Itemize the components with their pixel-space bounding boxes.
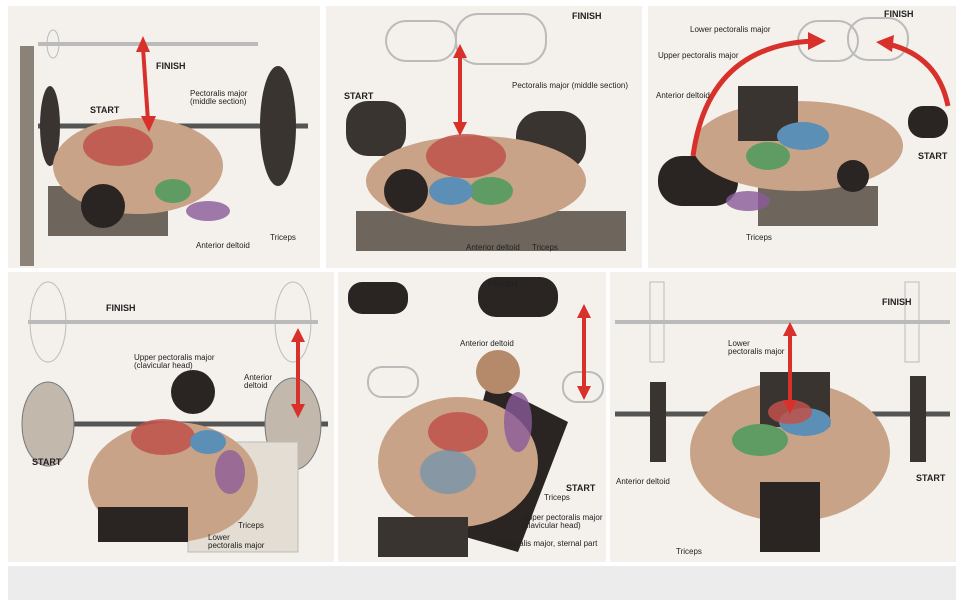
muscle-label-upper-pectoralis: Upper pectoralis major (clavicular head)	[522, 514, 602, 531]
muscle-label-triceps: Triceps	[676, 548, 702, 556]
panel-flat-barbell-press: FINISH START Pectoralis major (middle se…	[8, 6, 320, 268]
muscle-label-triceps: Triceps	[238, 522, 264, 530]
muscle-label-lower-pectoralis: Lower pectoralis major	[728, 340, 784, 357]
muscle-label-triceps: Triceps	[532, 244, 558, 252]
muscle-label-triceps: Triceps	[746, 234, 772, 242]
start-label: START	[32, 458, 61, 467]
start-label: START	[90, 106, 119, 115]
muscle-label-lower-pectoralis: Lower pectoralis major	[208, 534, 264, 551]
finish-label: FINISH	[106, 304, 136, 313]
panel-dumbbell-fly: FINISH START Lower pectoralis major Uppe…	[648, 6, 956, 268]
dumbbell-fly-illustration	[648, 6, 956, 268]
flat-barbell-illustration	[8, 6, 320, 268]
muscle-label-triceps: Triceps	[270, 234, 296, 242]
panel-incline-barbell-press: FINISH START Upper pectoralis major (cla…	[8, 272, 334, 562]
muscle-label-deltoid: Anterior deltoid	[244, 374, 272, 391]
finish-label: FINISH	[156, 62, 186, 71]
muscle-label-upper-pectoralis: Upper pectoralis major (clavicular head)	[134, 354, 214, 371]
muscle-label-lower-pectoralis: Lower pectoralis major	[690, 26, 770, 34]
exercise-grid: FINISH START Pectoralis major (middle se…	[8, 6, 956, 562]
muscle-label-deltoid: Anterior deltoid	[616, 478, 670, 486]
muscle-label-deltoid: Anterior deltoid	[196, 242, 250, 250]
decline-barbell-illustration	[610, 272, 956, 562]
finish-label: FINISH	[884, 10, 914, 19]
muscle-label-deltoid: Anterior deltoid	[656, 92, 710, 100]
muscle-label-triceps: Triceps	[544, 494, 570, 502]
incline-barbell-illustration	[8, 272, 334, 562]
finish-label: FINISH	[572, 12, 602, 21]
start-label: START	[344, 92, 373, 101]
start-label: START	[916, 474, 945, 483]
panel-incline-dumbbell-press: FINISH START Anterior deltoid Triceps Up…	[338, 272, 606, 562]
start-label: START	[918, 152, 947, 161]
muscle-label-sternal: Pectoralis major, sternal part	[496, 540, 597, 548]
panel-flat-dumbbell-press: FINISH START Pectoralis major (middle se…	[326, 6, 642, 268]
panel-decline-barbell-press: FINISH START Lower pectoralis major Ante…	[610, 272, 956, 562]
flat-dumbbell-illustration	[326, 6, 642, 268]
bottom-strip	[8, 566, 956, 600]
muscle-label-upper-pectoralis: Upper pectoralis major	[658, 52, 738, 60]
finish-label: FINISH	[488, 280, 518, 289]
muscle-label-pectoralis: Pectoralis major (middle section)	[190, 90, 247, 107]
muscle-label-deltoid: Anterior deltoid	[466, 244, 520, 252]
muscle-label-deltoid: Anterior deltoid	[460, 340, 514, 348]
muscle-label-pectoralis: Pectoralis major (middle section)	[512, 82, 628, 90]
finish-label: FINISH	[882, 298, 912, 307]
start-label: START	[566, 484, 595, 493]
